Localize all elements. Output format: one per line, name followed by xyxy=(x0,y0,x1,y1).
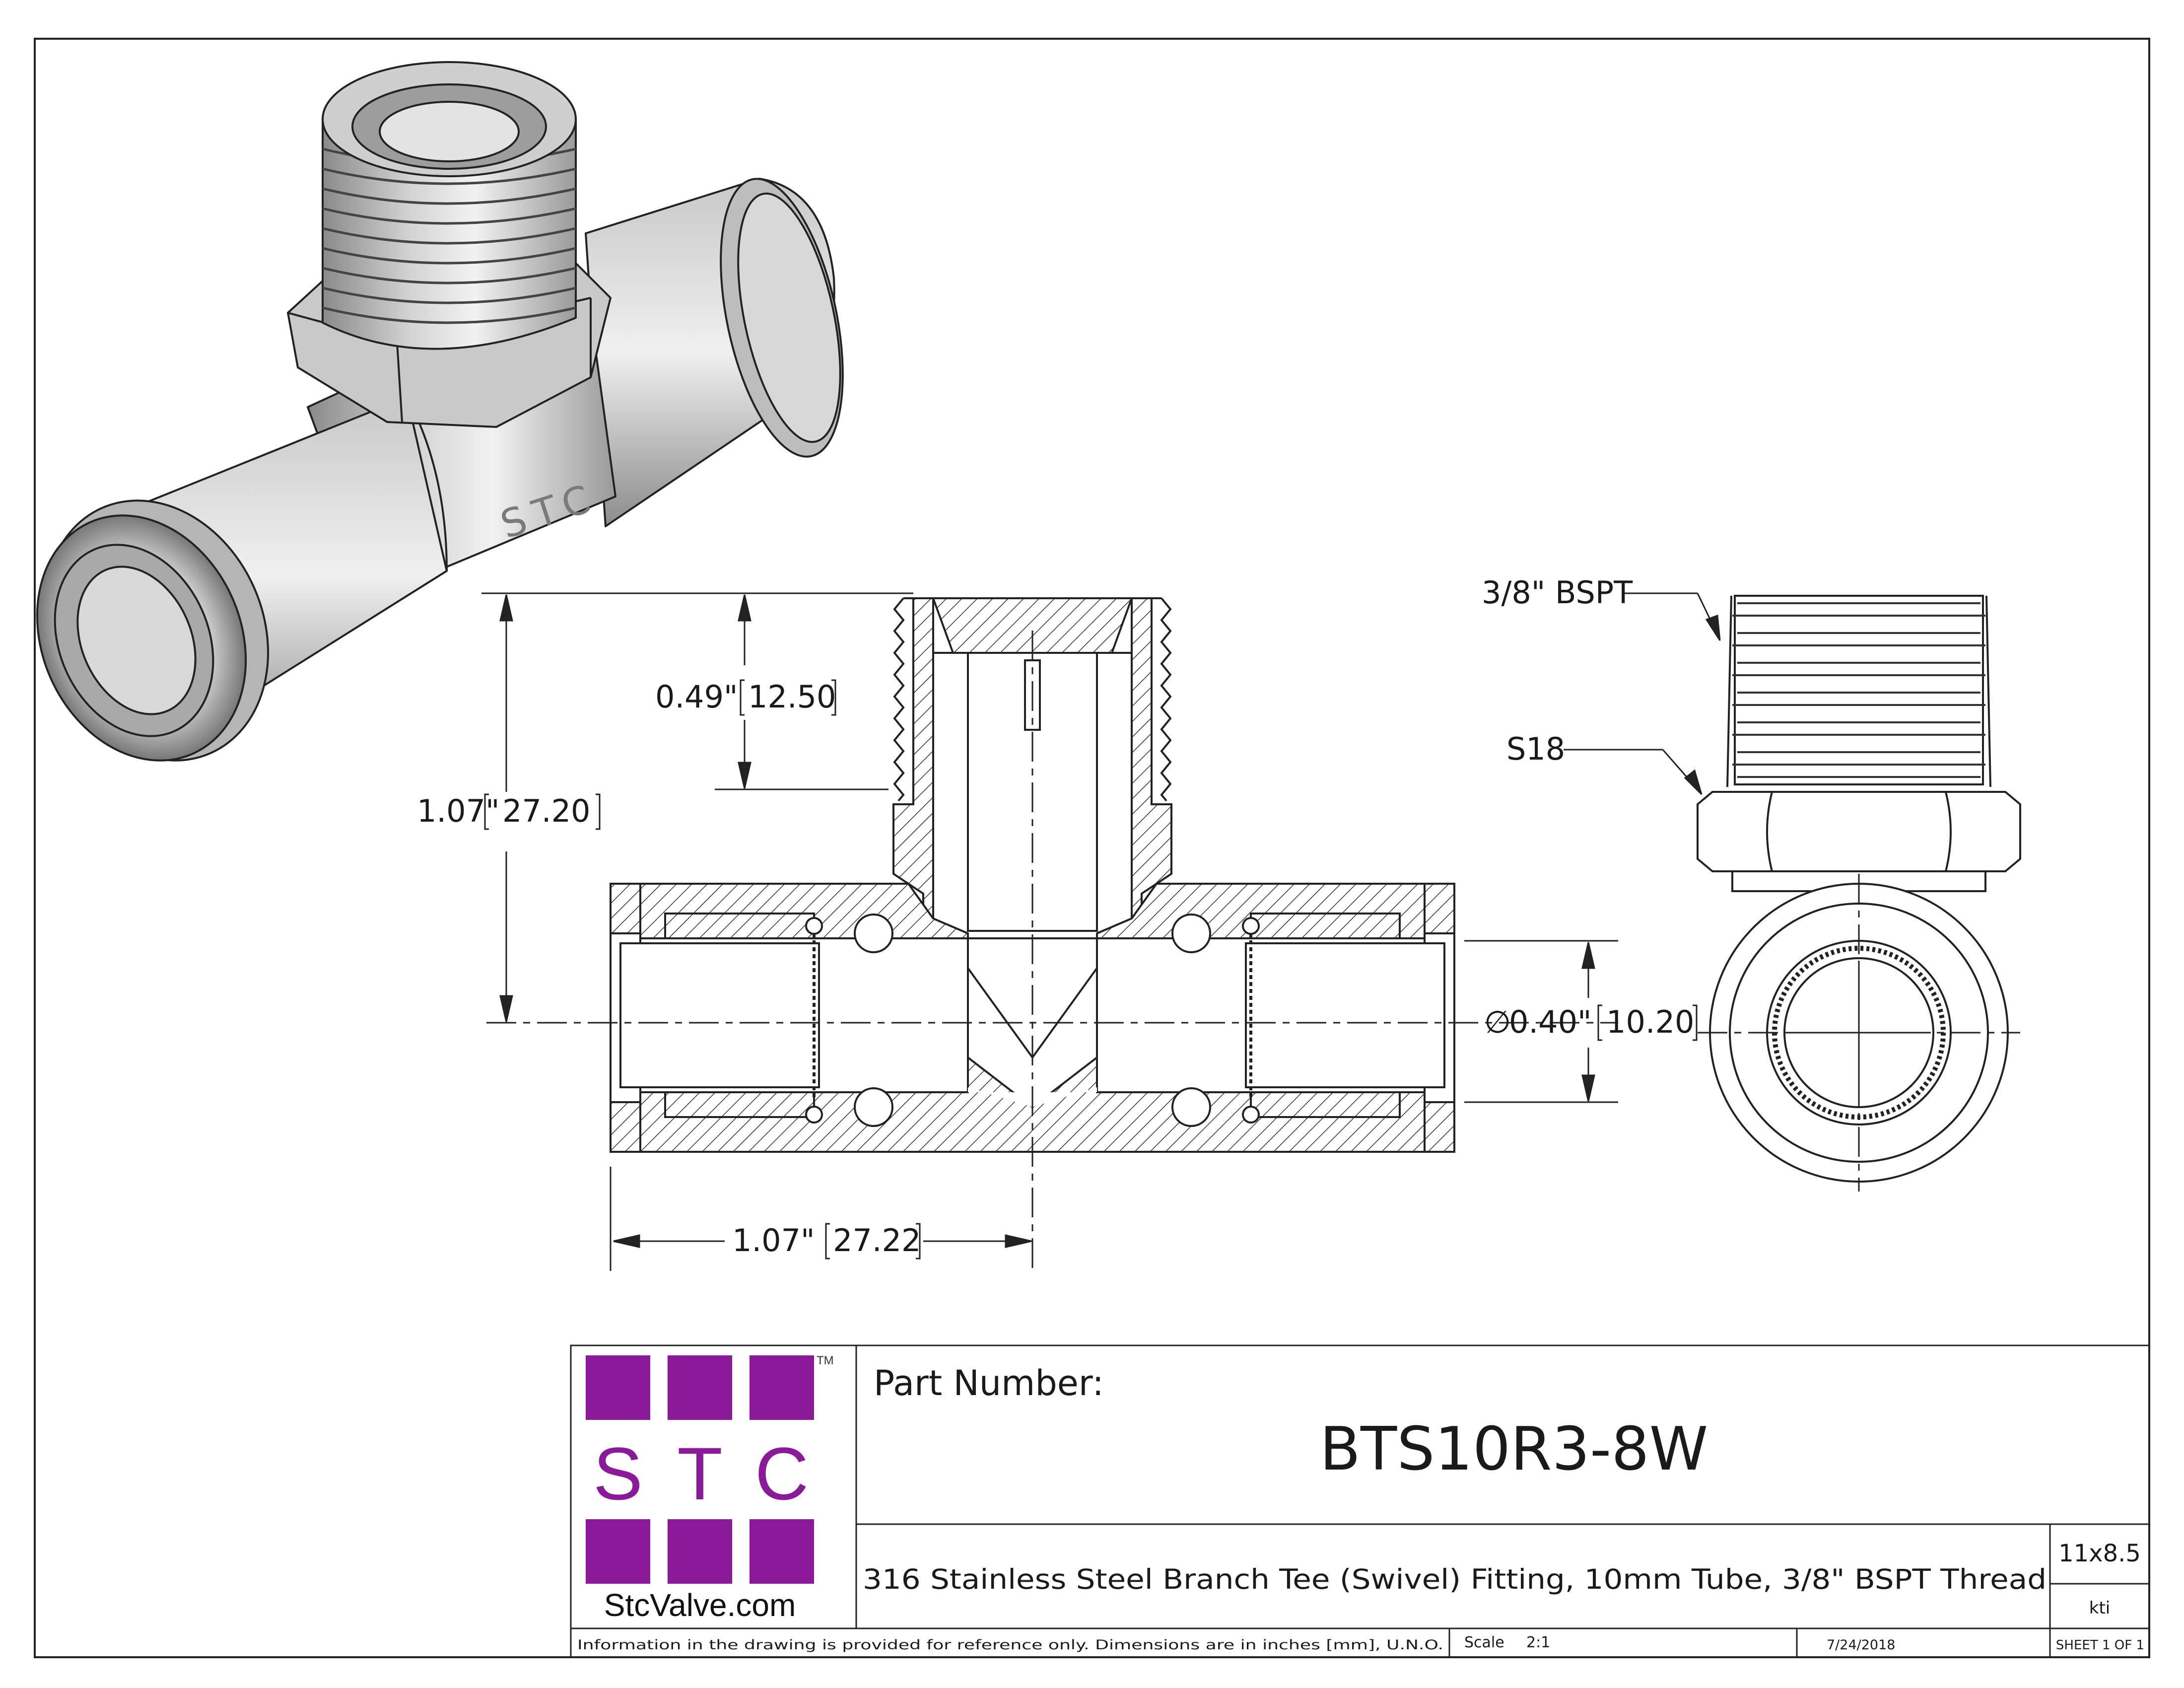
disclaimer: Information in the drawing is provided f… xyxy=(577,1637,1443,1653)
title-block-text: Part Number: BTS10R3-8W 316 Stainless St… xyxy=(577,1363,2144,1653)
section-view xyxy=(486,597,1618,1271)
bore-diameter-mm: 10.20 xyxy=(1606,1004,1695,1040)
overall-height-mm: 27.20 xyxy=(502,793,591,829)
author-initials: kti xyxy=(2089,1598,2110,1618)
part-number: BTS10R3-8W xyxy=(1320,1415,1708,1484)
isometric-view: STC xyxy=(36,61,844,762)
sheet-size: 11x8.5 xyxy=(2058,1540,2141,1567)
diameter-symbol: ∅ xyxy=(1484,1004,1511,1040)
drawing-date: 7/24/2018 xyxy=(1827,1637,1895,1653)
hex-callout: S18 xyxy=(1506,731,1565,767)
scale-value: 2:1 xyxy=(1526,1634,1550,1651)
part-description: 316 Stainless Steel Branch Tee (Swivel) … xyxy=(863,1563,2047,1595)
scale-label: Scale xyxy=(1464,1634,1504,1651)
thread-callout: 3/8" BSPT xyxy=(1482,574,1633,611)
dimension-lines xyxy=(481,592,1721,1271)
half-width-mm: 27.22 xyxy=(833,1222,921,1259)
overall-height-inch: 1.07" xyxy=(417,793,500,829)
side-view xyxy=(1697,595,2021,1192)
logo-letters: S T C xyxy=(593,1432,809,1515)
part-number-label: Part Number: xyxy=(874,1363,1104,1404)
title-block xyxy=(570,1344,2150,1658)
logo-letter-t: T xyxy=(677,1432,723,1515)
dimension-labels: 1.07" 27.20 0.49" 12.50 ∅ 0.40" 10.20 1.… xyxy=(417,574,1695,1259)
logo-website: StcValve.com xyxy=(604,1587,796,1623)
bore-diameter-inch: 0.40" xyxy=(1509,1004,1592,1040)
sheet-number: SHEET 1 OF 1 xyxy=(2056,1638,2144,1653)
thread-length-inch: 0.49" xyxy=(655,679,738,715)
logo-letter-s: S xyxy=(593,1432,643,1515)
half-width-inch: 1.07" xyxy=(732,1222,815,1259)
thread-length-mm: 12.50 xyxy=(748,679,836,715)
logo-trademark: TM xyxy=(817,1354,834,1367)
stc-logo xyxy=(586,1355,814,1584)
logo-letter-c: C xyxy=(755,1432,809,1515)
